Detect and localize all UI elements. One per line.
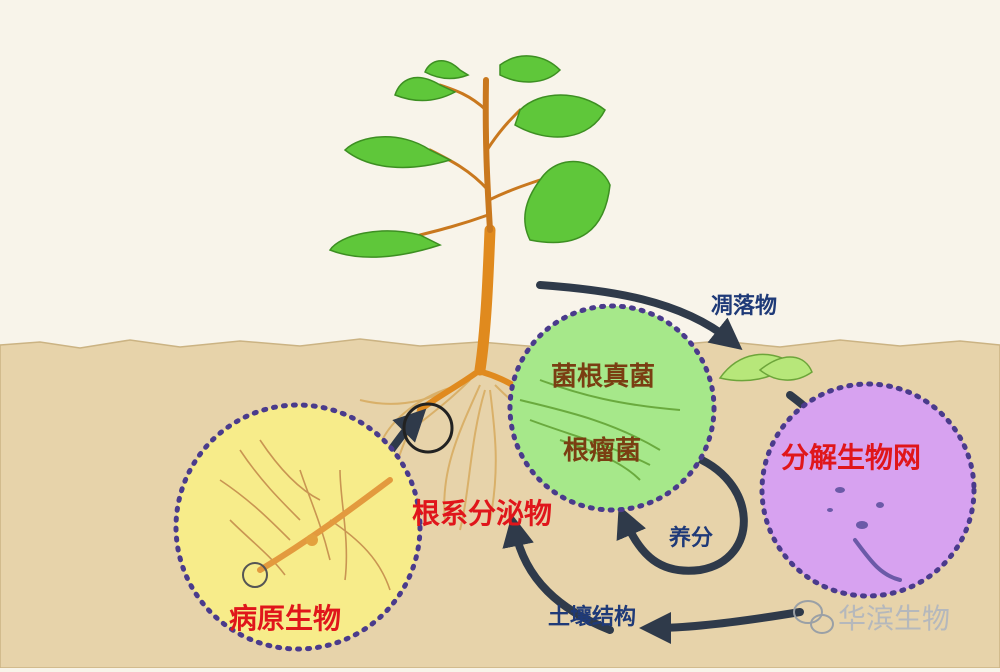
- root-nodule-ring: [402, 402, 454, 454]
- plant-leaves: [328, 55, 611, 258]
- arrow-plant-to-litter: [536, 281, 743, 350]
- mycorrhiza-circle: [507, 303, 717, 513]
- wechat-icon: [793, 600, 834, 634]
- decomposer-circle: [759, 381, 977, 599]
- arrow-soilstructure-to-exudates: [502, 514, 614, 634]
- label-fallen-matter: 凋落物: [711, 294, 778, 319]
- label-mycorrhizal-fungi: 菌根真菌: [551, 362, 656, 392]
- label-pathogens: 病原生物: [229, 602, 342, 635]
- label-nutrients: 养分: [669, 526, 714, 551]
- label-decomposer-web: 分解生物网: [781, 441, 922, 474]
- arrow-decomposers-to-soilstructure: [639, 608, 804, 644]
- fallen-leaf-icon: [718, 353, 813, 382]
- watermark-text: 华滨生物: [838, 602, 951, 635]
- label-root-exudates: 根系分泌物: [412, 497, 553, 530]
- label-rhizobia: 根瘤菌: [563, 436, 642, 466]
- pathogen-circle: [173, 402, 423, 652]
- arrow-rhizobia-to-nutrients: [616, 451, 748, 575]
- cycle-arrows: [376, 281, 833, 644]
- label-soil-structure: 土壤结构: [548, 605, 637, 630]
